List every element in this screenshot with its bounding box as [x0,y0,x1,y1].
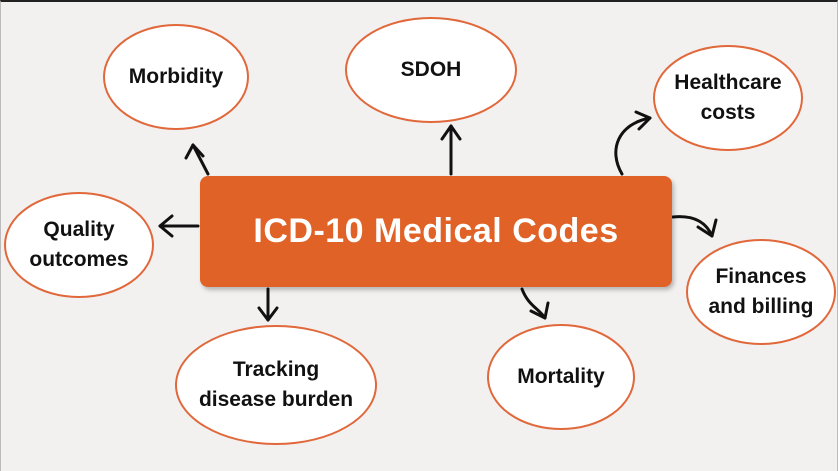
arrowhead-tracking-disease-burden [257,306,279,322]
node-healthcare-costs-label: Healthcare costs [674,71,782,124]
arrowhead-quality-outcomes [158,214,174,238]
node-sdoh: SDOH [345,17,517,123]
node-morbidity-label: Morbidity [128,65,224,88]
node-sdoh-label: SDOH [400,58,462,81]
node-healthcare-costs: Healthcare costs [653,45,803,151]
arrowhead-healthcare-costs [634,110,652,131]
arrowhead-sdoh [440,124,462,141]
arrowhead-mortality [529,301,550,320]
central-topic-box: ICD-10 Medical Codes [200,176,672,287]
node-finances-billing: Finances and billing [686,239,836,345]
node-mortality-label: Mortality [517,365,605,388]
node-quality-outcomes: Quality outcomes [4,192,154,298]
node-finances-billing-label: Finances and billing [708,265,814,318]
arrowhead-finances-billing [696,218,718,238]
node-morbidity: Morbidity [103,24,249,130]
arrow-to-healthcare-costs [614,116,652,176]
central-topic-label: ICD-10 Medical Codes [253,212,619,250]
node-mortality: Mortality [487,324,635,430]
node-tracking-disease-burden-label: Tracking disease burden [198,358,354,411]
node-tracking-disease-burden: Tracking disease burden [175,325,377,445]
arrow-to-finances-billing [671,215,714,238]
node-quality-outcomes-label: Quality outcomes [29,218,129,271]
arrowhead-morbidity [184,143,205,160]
